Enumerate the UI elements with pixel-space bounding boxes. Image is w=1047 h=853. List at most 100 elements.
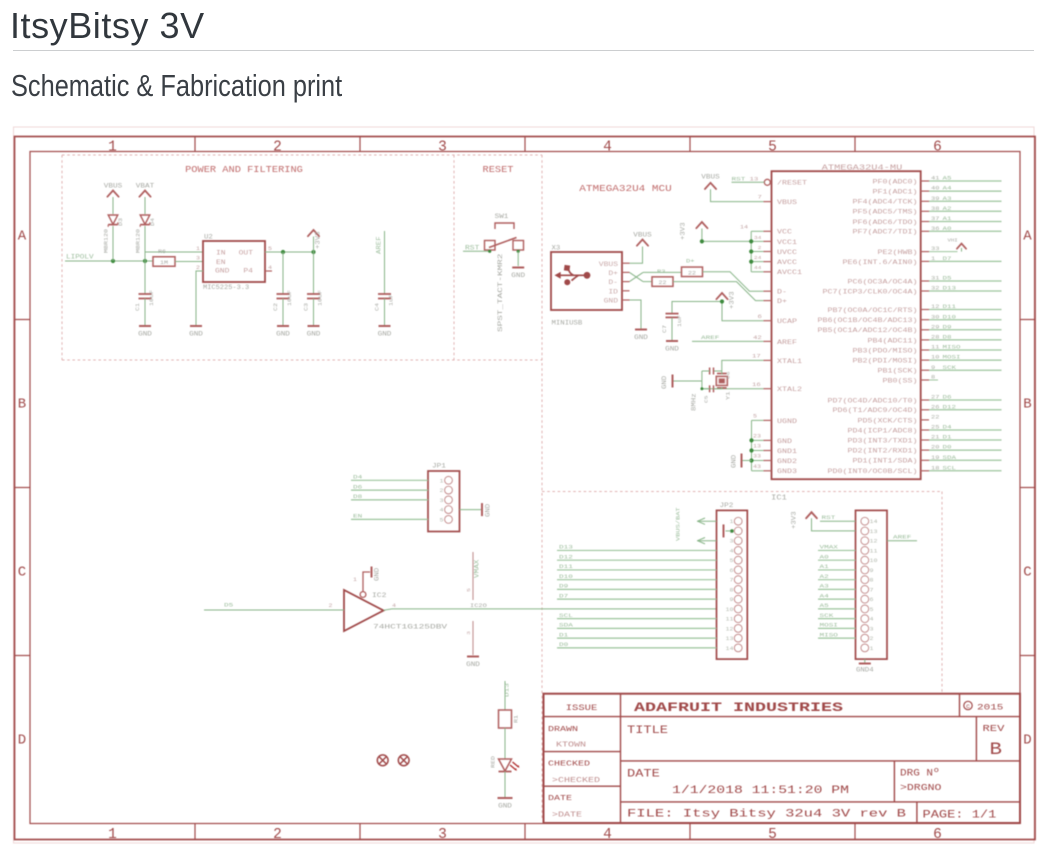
svg-text:P4: P4 xyxy=(243,268,253,275)
svg-text:GND: GND xyxy=(604,298,619,305)
svg-text:10: 10 xyxy=(870,558,878,564)
svg-text:+3V3: +3V3 xyxy=(791,511,798,529)
svg-text:VMAX: VMAX xyxy=(474,559,481,578)
svg-text:GND: GND xyxy=(466,661,480,669)
svg-text:6: 6 xyxy=(870,597,874,603)
svg-text:1uF: 1uF xyxy=(677,315,683,327)
svg-text:D5: D5 xyxy=(224,601,234,608)
svg-text:FILE: Itsy Bitsy 32u4 3V rev B: FILE: Itsy Bitsy 32u4 3V rev B xyxy=(627,809,907,821)
svg-text:1: 1 xyxy=(730,519,734,525)
svg-text:JP1: JP1 xyxy=(432,463,446,470)
svg-text:D1: D1 xyxy=(559,631,569,638)
svg-text:VHI: VHI xyxy=(948,240,959,244)
svg-text:D4: D4 xyxy=(150,218,156,226)
svg-text:13: 13 xyxy=(726,636,734,642)
svg-text:GND: GND xyxy=(731,454,738,468)
svg-text:VBUS/BAT: VBUS/BAT xyxy=(675,507,682,541)
svg-text:11: 11 xyxy=(870,548,878,554)
svg-text:PD0(INT0/OC0B/SCL): PD0(INT0/OC0B/SCL) xyxy=(828,468,918,475)
svg-text:D: D xyxy=(1023,733,1031,749)
svg-text:MISO: MISO xyxy=(820,631,839,638)
svg-text:23: 23 xyxy=(753,433,761,439)
svg-text:GND: GND xyxy=(374,567,381,581)
svg-text:D13: D13 xyxy=(943,285,957,292)
svg-text:PD3(INT3/TXD1): PD3(INT3/TXD1) xyxy=(848,437,918,444)
svg-text:DATE: DATE xyxy=(627,769,660,781)
svg-text:2: 2 xyxy=(758,245,762,251)
svg-text:D0: D0 xyxy=(943,444,952,451)
svg-text:14: 14 xyxy=(740,225,748,231)
svg-text:PD1(INT1/SDA): PD1(INT1/SDA) xyxy=(853,458,918,465)
svg-text:A: A xyxy=(18,229,27,245)
svg-text:PD7(OC4D/ADC10/T0): PD7(OC4D/ADC10/T0) xyxy=(828,397,918,404)
svg-text:VCC1: VCC1 xyxy=(777,239,798,246)
svg-text:4: 4 xyxy=(392,603,396,609)
svg-text:8MHz: 8MHz xyxy=(691,393,698,411)
svg-text:10: 10 xyxy=(726,607,734,613)
svg-text:VBUS: VBUS xyxy=(701,174,719,182)
svg-text:IC1: IC1 xyxy=(771,495,787,503)
svg-text:5: 5 xyxy=(768,827,777,843)
svg-text:6: 6 xyxy=(730,568,734,574)
svg-text:D8: D8 xyxy=(353,493,363,500)
svg-text:ISSUE: ISSUE xyxy=(566,704,598,713)
svg-text:Y1: Y1 xyxy=(726,392,732,400)
svg-text:4: 4 xyxy=(440,508,444,514)
svg-text:MBR120: MBR120 xyxy=(104,229,110,253)
svg-text:1: 1 xyxy=(196,246,200,252)
svg-text:D13: D13 xyxy=(504,683,511,697)
svg-text:D11: D11 xyxy=(943,303,957,310)
svg-text:VBUS: VBUS xyxy=(599,261,619,268)
svg-text:10: 10 xyxy=(931,355,939,361)
svg-text:B: B xyxy=(1023,397,1031,413)
svg-text:RESET: RESET xyxy=(483,164,514,175)
svg-text:PB3(PDO/MISO): PB3(PDO/MISO) xyxy=(853,347,918,354)
svg-text:D: D xyxy=(18,733,26,749)
svg-text:PE6(INT.6/AIN0): PE6(INT.6/AIN0) xyxy=(843,259,918,266)
svg-text:A0: A0 xyxy=(820,553,830,560)
svg-text:SCL: SCL xyxy=(559,612,573,619)
svg-text:D12: D12 xyxy=(559,553,573,560)
svg-text:6: 6 xyxy=(758,313,762,320)
svg-text:PB1(SCK): PB1(SCK) xyxy=(878,368,918,375)
svg-text:RST: RST xyxy=(822,514,836,521)
svg-text:9: 9 xyxy=(730,597,734,603)
svg-text:PB7(OC0A/OC1C/RTS): PB7(OC0A/OC1C/RTS) xyxy=(828,307,918,314)
svg-text:1: 1 xyxy=(353,577,357,583)
svg-text:44: 44 xyxy=(754,265,762,271)
svg-text:>CHECKED: >CHECKED xyxy=(552,777,600,785)
svg-text:D-: D- xyxy=(777,289,787,296)
svg-text:1: 1 xyxy=(108,827,117,843)
svg-text:8: 8 xyxy=(870,578,874,584)
svg-text:13: 13 xyxy=(870,529,878,535)
svg-text:31: 31 xyxy=(931,276,939,282)
svg-text:AREF: AREF xyxy=(893,534,912,541)
svg-text:GND3: GND3 xyxy=(777,468,798,475)
svg-text:>DRGNO: >DRGNO xyxy=(900,782,942,793)
svg-text:D9: D9 xyxy=(559,583,569,590)
svg-text:A5: A5 xyxy=(820,602,830,609)
svg-text:D10: D10 xyxy=(943,313,957,320)
svg-text:17: 17 xyxy=(752,353,761,360)
svg-text:ADAFRUIT INDUSTRIES: ADAFRUIT INDUSTRIES xyxy=(634,701,844,715)
svg-text:OUT: OUT xyxy=(239,250,254,257)
svg-text:D13: D13 xyxy=(559,544,573,551)
svg-text:18: 18 xyxy=(931,465,939,471)
svg-text:2: 2 xyxy=(273,827,282,843)
svg-text:2015: 2015 xyxy=(977,705,1004,713)
svg-text:20: 20 xyxy=(931,445,939,451)
svg-text:R6: R6 xyxy=(158,249,166,255)
svg-text:SCK: SCK xyxy=(943,364,957,371)
svg-text:GND2: GND2 xyxy=(777,458,798,465)
svg-text:GND: GND xyxy=(378,331,392,339)
svg-text:D6: D6 xyxy=(353,483,363,490)
svg-text:3: 3 xyxy=(730,539,734,545)
svg-text:C: C xyxy=(1023,565,1031,581)
svg-text:+3V3: +3V3 xyxy=(729,291,736,309)
svg-text:13: 13 xyxy=(750,176,759,183)
svg-text:36: 36 xyxy=(931,226,939,232)
svg-text:JP2: JP2 xyxy=(720,502,734,509)
svg-text:A4: A4 xyxy=(820,592,830,599)
svg-text:1: 1 xyxy=(108,140,117,156)
svg-text:DATE: DATE xyxy=(548,795,572,803)
